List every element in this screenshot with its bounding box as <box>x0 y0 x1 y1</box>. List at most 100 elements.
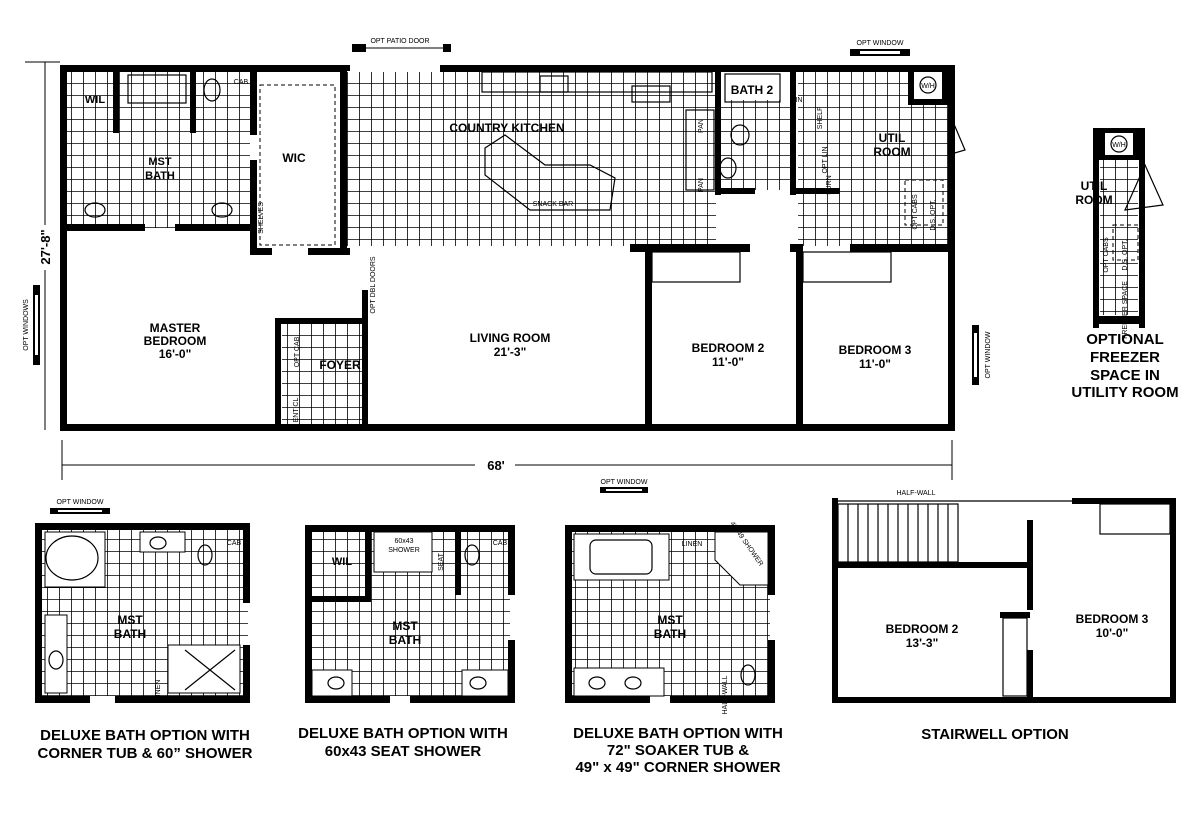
opt-linen-label: OPT LIN <box>822 146 829 173</box>
seat-shower <box>373 531 433 573</box>
opt-window-label: OPT WINDOW <box>601 479 648 486</box>
cab-label: CAB <box>227 540 242 547</box>
mst-bath-floor <box>66 72 250 228</box>
bath-option-caption: 72" SOAKER TUB & <box>607 742 749 759</box>
bath-option-caption: DELUXE BATH OPTION WITH <box>573 725 783 742</box>
mst-bath-label: BATH <box>389 633 421 647</box>
util-room-label: ROOM <box>873 145 910 159</box>
living-room-size: 21'-3" <box>494 345 527 359</box>
opt-window-label: OPT WINDOW <box>57 499 104 506</box>
bedroom2-size: 13'-3" <box>906 636 939 650</box>
half-wall-label: HALF-WALL <box>896 490 935 497</box>
mst-bath-label: MST <box>117 613 143 627</box>
util-room-label: UTIL <box>879 131 906 145</box>
bath-option-caption: DELUXE BATH OPTION WITH <box>298 725 508 742</box>
water-heater-label: W/H <box>1112 142 1126 149</box>
master-bedroom-size: 16'-0" <box>159 347 192 361</box>
stairwell-option: HALF-WALL BEDROOM 2 13'-3" BEDROOM 3 10'… <box>832 490 1176 743</box>
kitchen-floor <box>346 72 716 246</box>
mst-bath-label: MST <box>148 156 172 168</box>
bath-option-caption: 49" x 49" CORNER SHOWER <box>575 759 780 776</box>
water-heater-label: W/H <box>921 83 935 90</box>
stairwell-caption: STAIRWELL OPTION <box>921 726 1069 743</box>
wil-label: WIL <box>85 94 105 106</box>
stairs <box>837 503 959 563</box>
snack-bar-island <box>484 134 616 211</box>
linen-label: LIN <box>792 97 803 104</box>
shower-label: SHOWER <box>388 547 420 554</box>
shower-label: 60x43 <box>394 538 413 545</box>
linen-label: LINEN <box>155 680 162 701</box>
bedroom3-label: BEDROOM 3 <box>1076 612 1149 626</box>
bath-option-caption: DELUXE BATH OPTION WITH <box>40 727 250 744</box>
seat-label: SEAT <box>438 552 445 570</box>
bedroom2-size: 11'-0" <box>712 355 744 369</box>
wil-label: WIL <box>332 556 352 568</box>
corner-shower <box>714 531 769 586</box>
master-bedroom-label: MASTER <box>150 321 201 335</box>
freezer-caption: OPTIONAL <box>1086 331 1164 348</box>
bedroom3-size: 10'-0" <box>1096 626 1129 640</box>
util-room-label: ROOM <box>1075 193 1112 207</box>
corner-tub <box>45 535 99 581</box>
opt-patio-door-label: OPT PATIO DOOR <box>370 38 429 45</box>
freezer-caption: SPACE IN <box>1090 367 1160 384</box>
dishwasher-opt-label: D.S. OPT. <box>1122 239 1129 270</box>
shelves-label: SHELVES <box>258 202 265 234</box>
main-plan: WIL CAB MST BATH WIC SHELVES COUNTRY KIT… <box>23 38 992 480</box>
width-dimension: 68' <box>487 458 505 473</box>
freezer-space-label: FREEZER SPACE <box>1122 281 1129 339</box>
entry-closet-label: ENT CL <box>293 398 300 423</box>
snack-bar-label: SNACK BAR <box>533 201 573 208</box>
toilet <box>203 78 221 102</box>
dishwasher-opt-label: D.S. OPT. <box>930 199 937 230</box>
freezer-caption: UTILITY ROOM <box>1071 384 1178 401</box>
freezer-caption: FREEZER <box>1090 349 1160 366</box>
sink <box>719 157 737 179</box>
mst-bath-label: BATH <box>145 170 175 182</box>
linen-label: LINEN <box>682 541 703 548</box>
sink <box>84 202 106 218</box>
toilet <box>730 124 750 146</box>
bedroom3-size: 11'-0" <box>859 357 891 371</box>
furnace-label: FURN <box>826 175 833 194</box>
half-wall-label: HALF-WALL <box>722 675 729 714</box>
bedroom2-label: BEDROOM 2 <box>692 341 765 355</box>
util-room-label: UTIL <box>1081 179 1108 193</box>
cab-label: CAB <box>234 79 249 86</box>
wic-label: WIC <box>282 151 306 165</box>
bath2-label: BATH 2 <box>731 83 774 97</box>
pantry-label: PAN <box>698 178 705 192</box>
bath-option-caption: CORNER TUB & 60” SHOWER <box>37 745 252 762</box>
shelf-label: SHELF <box>817 107 824 130</box>
opt-window-label: OPT WINDOW <box>857 40 904 47</box>
foyer-floor <box>282 320 366 425</box>
bedroom2-label: BEDROOM 2 <box>886 622 959 636</box>
master-bedroom-label: BEDROOM <box>144 334 207 348</box>
mst-bath-label: MST <box>657 613 683 627</box>
mst-bath-label: BATH <box>654 627 686 641</box>
mst-bath-label: BATH <box>114 627 146 641</box>
bedroom3-label: BEDROOM 3 <box>839 343 912 357</box>
country-kitchen-label: COUNTRY KITCHEN <box>449 121 564 135</box>
bath2-floor <box>716 100 791 190</box>
opt-window-label: OPT WINDOW <box>985 331 992 378</box>
freezer-option: W/H UTIL ROOM OPT CABS D.S. OPT. FREEZER… <box>1071 128 1179 401</box>
depth-dimension: 27'-8" <box>38 229 53 264</box>
mst-bath-label: MST <box>392 619 418 633</box>
bath-option-caption: 60x43 SEAT SHOWER <box>325 743 482 760</box>
opt-windows-label: OPT WINDOWS <box>23 299 30 351</box>
opt-cabs-label: OPT CABS <box>1103 237 1110 273</box>
opt-cab-label: OPT CAB <box>294 336 301 367</box>
foyer-label: FOYER <box>319 358 361 372</box>
cab-label: CAB <box>493 540 508 547</box>
opt-dbl-doors-label: OPT DBL DOORS <box>370 256 377 314</box>
living-room-label: LIVING ROOM <box>470 331 551 345</box>
bath-option-1: OPT WINDOW CAB LINEN MST BATH DELUXE BAT… <box>35 499 253 762</box>
bath-option-3: OPT WINDOW LINEN 49x49 SHOWER HALF-WALL … <box>565 479 783 776</box>
bathtub <box>127 74 187 104</box>
pantry-label: PAN <box>698 119 705 133</box>
soaker-tub <box>573 533 670 581</box>
opt-cabs-label: OPT CABS <box>912 194 919 230</box>
